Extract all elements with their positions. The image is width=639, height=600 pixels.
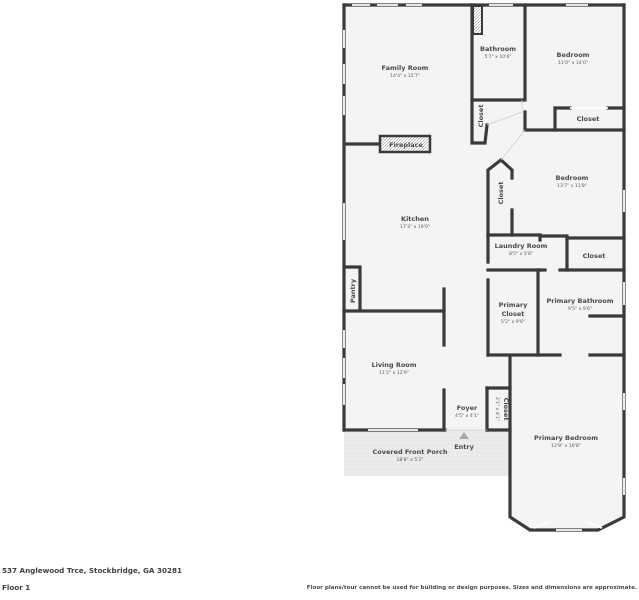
room-label-bedroom-2: Bedroom xyxy=(556,174,589,182)
openings xyxy=(445,100,526,431)
windows xyxy=(343,4,625,531)
room-dim-family-room: 14'4" x 15'7" xyxy=(390,73,420,79)
room-label-closet-foyer: Closet xyxy=(502,398,510,421)
entry-label: Entry xyxy=(454,443,474,451)
room-label-porch: Covered Front Porch xyxy=(372,448,447,456)
room-label-family-room: Family Room xyxy=(382,64,429,72)
room-dim-bedroom-2: 13'7" x 11'8" xyxy=(557,183,587,189)
room-dim-bedroom-1: 11'0" x 14'0" xyxy=(558,60,588,66)
chimney-stack xyxy=(472,5,483,35)
room-label-foyer: Foyer xyxy=(457,404,478,412)
room-label-fireplace: Fireplace xyxy=(389,141,423,149)
room-label-laundry: Laundry Room xyxy=(495,242,548,250)
entry-arrow-icon xyxy=(459,432,469,439)
room-label-living-room: Living Room xyxy=(371,361,416,369)
room-dim-primary-closet: 5'2" x 9'6" xyxy=(501,319,525,325)
fireplace-box xyxy=(378,134,432,154)
room-dim-closet-foyer: 2'1" x 4'1" xyxy=(494,397,500,421)
room-label-bathroom: Bathroom xyxy=(480,45,516,53)
room-label-closet-bedroom-2: Closet xyxy=(497,182,505,205)
room-labels: Family Room 14'4" x 15'7" Bathroom 5'7" … xyxy=(349,45,614,463)
room-label-primary-bathroom: Primary Bathroom xyxy=(546,297,613,305)
room-label-primary-closet-2: Closet xyxy=(502,310,525,318)
room-dim-kitchen: 17'3" x 19'0" xyxy=(400,224,430,230)
room-label-closet-bath: Closet xyxy=(477,105,485,128)
room-dim-bathroom: 5'7" x 10'6" xyxy=(484,54,511,60)
room-dim-porch: 18'8" x 5'2" xyxy=(396,457,423,463)
porch-floor xyxy=(344,430,510,476)
room-label-kitchen: Kitchen xyxy=(401,215,429,223)
room-label-closet-bedroom-1: Closet xyxy=(577,115,600,123)
room-label-pantry: Pantry xyxy=(349,278,357,303)
room-dim-primary-bedroom: 12'8" x 19'8" xyxy=(551,443,581,449)
floor-fill xyxy=(344,5,624,530)
room-label-bedroom-1: Bedroom xyxy=(557,51,590,59)
floor-label: Floor 1 xyxy=(2,583,31,592)
room-dim-foyer: 4'5" x 4'1" xyxy=(455,413,479,419)
room-label-closet-laundry: Closet xyxy=(583,252,606,260)
room-label-primary-bedroom: Primary Bedroom xyxy=(534,434,598,442)
disclaimer: Floor plans/tour cannot be used for buil… xyxy=(306,585,637,591)
room-label-primary-closet: Primary xyxy=(499,301,529,309)
room-dim-laundry: 8'5" x 5'8" xyxy=(509,251,533,257)
room-dim-primary-bathroom: 9'5" x 9'6" xyxy=(568,306,592,312)
room-dim-living-room: 11'2" x 12'9" xyxy=(379,370,409,376)
property-address: 537 Anglewood Trce, Stockbridge, GA 3028… xyxy=(2,566,182,575)
